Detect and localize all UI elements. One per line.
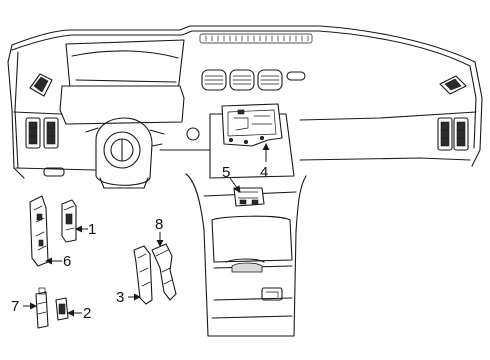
steering-column [85,117,200,189]
right-side-vents [437,117,469,151]
left-side-vents [25,117,65,177]
callout-label: 3 [116,289,124,306]
callout-label: 7 [11,298,19,315]
part-2-clip [55,297,69,321]
instrument-panel [7,25,483,337]
callout-label: 5 [222,164,230,181]
callout-label: 6 [63,253,71,270]
center-module-bracket [209,103,295,179]
callout-label: 1 [88,221,96,238]
part-3-bracket [133,245,153,305]
center-console [185,173,307,337]
defrost-grille [199,33,313,44]
module-5 [233,187,265,207]
part-6-trim-bracket [29,195,49,267]
part-7-connector [35,287,49,329]
callout-6: 6 [45,253,71,270]
callout-2: 2 [67,305,91,322]
left-upper-vent [29,73,53,97]
callout-4: 4 [260,143,270,181]
callout-3: 3 [116,289,141,306]
part-8-duct-bracket [151,243,177,301]
callout-label: 2 [83,305,91,322]
display-screen [59,85,185,125]
callout-7: 7 [11,298,37,315]
callout-5: 5 [222,164,241,193]
center-vents [201,69,306,91]
callout-8: 8 [155,216,164,247]
callout-1: 1 [75,221,96,238]
cluster-hood [65,39,185,93]
right-upper-vent [439,75,467,95]
callout-label: 8 [155,216,163,233]
callout-label: 4 [260,164,268,181]
part-1-module [61,199,77,243]
